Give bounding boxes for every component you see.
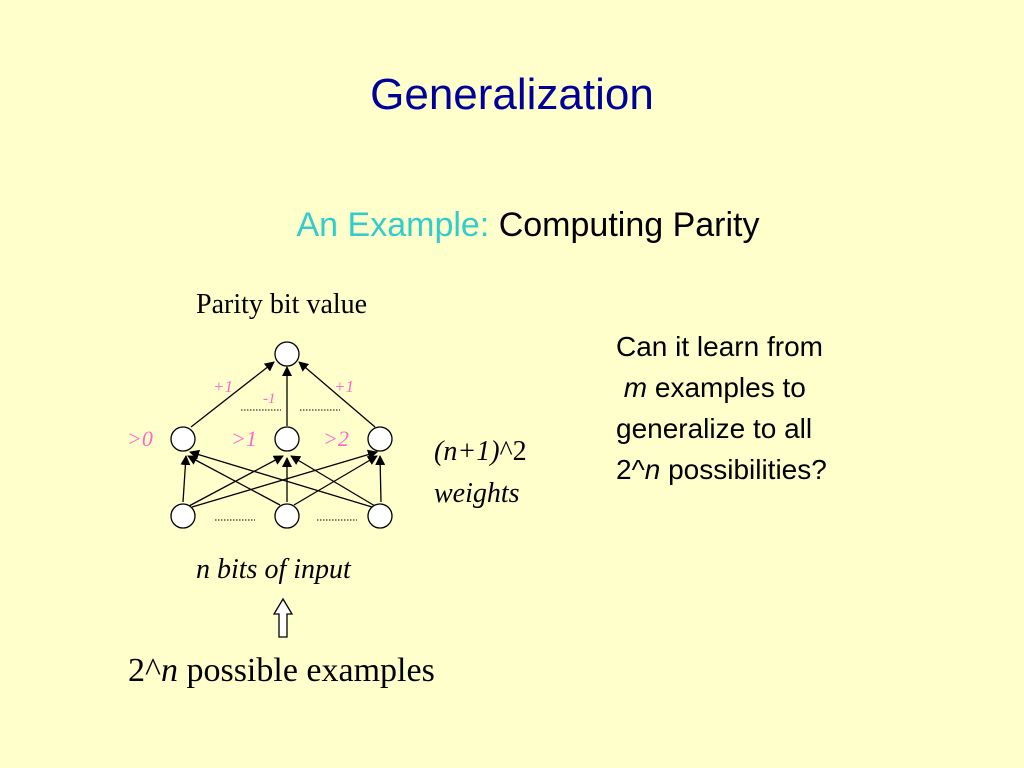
question-line-1: Can it learn from <box>616 331 823 362</box>
edge-h1-out <box>190 361 275 428</box>
edge-in2-h1 <box>187 455 281 506</box>
edge-in3-h1 <box>189 449 373 508</box>
question-line-4-rest: possibilities? <box>660 454 827 485</box>
edge-in1-h1 <box>180 455 191 503</box>
possible-examples-label: 2^n possible examples <box>128 652 435 690</box>
input-bits-label: n bits of input <box>196 554 351 585</box>
subtitle-main: Computing Parity <box>498 206 760 244</box>
question-var-n: n <box>644 454 661 485</box>
edge-in3-h3 <box>375 455 386 503</box>
question-line-4: 2^n possibilities? <box>616 449 827 490</box>
input-node-2 <box>274 503 300 529</box>
slide-title: Generalization <box>370 70 654 119</box>
question-line-4-prefix: 2^ <box>616 454 645 485</box>
hidden-node-1 <box>170 426 196 452</box>
question-line-3: generalize to all <box>616 413 813 444</box>
edge-in2-h3 <box>293 455 378 506</box>
weights-count: (n+1)^2 <box>434 436 527 467</box>
input-node-1 <box>170 503 196 529</box>
question-line-2: m examples to <box>616 367 827 408</box>
edge-h3-out <box>298 361 376 428</box>
parity-bit-label: Parity bit value <box>196 289 368 320</box>
examples-prefix: 2^ <box>128 652 161 689</box>
input-node-3 <box>367 503 393 529</box>
hidden-node-2 <box>274 426 300 452</box>
examples-rest: possible examples <box>177 652 435 689</box>
weights-word: weights <box>434 478 520 509</box>
up-arrow-icon <box>272 597 294 638</box>
question-line-2-rest: examples to <box>647 372 806 403</box>
edge-in1-h3 <box>191 449 378 508</box>
threshold-label-2: >1 <box>231 426 257 451</box>
subtitle-lead: An Example: <box>296 206 490 244</box>
output-node <box>274 341 300 367</box>
weight-label-3: +1 <box>334 377 354 396</box>
edge-in3-h2 <box>290 455 376 507</box>
hidden-node-3 <box>367 426 393 452</box>
weight-label-2: -1 <box>263 391 276 407</box>
question-text: Can it learn from m examples to generali… <box>616 326 827 490</box>
examples-var: n <box>160 652 178 689</box>
weight-label-1: +1 <box>213 377 233 396</box>
question-var-m: m <box>623 372 648 403</box>
threshold-label-1: >0 <box>127 426 153 451</box>
slide-subtitle: An Example: Computing Parity <box>0 206 1024 245</box>
threshold-label-3: >2 <box>323 426 349 451</box>
